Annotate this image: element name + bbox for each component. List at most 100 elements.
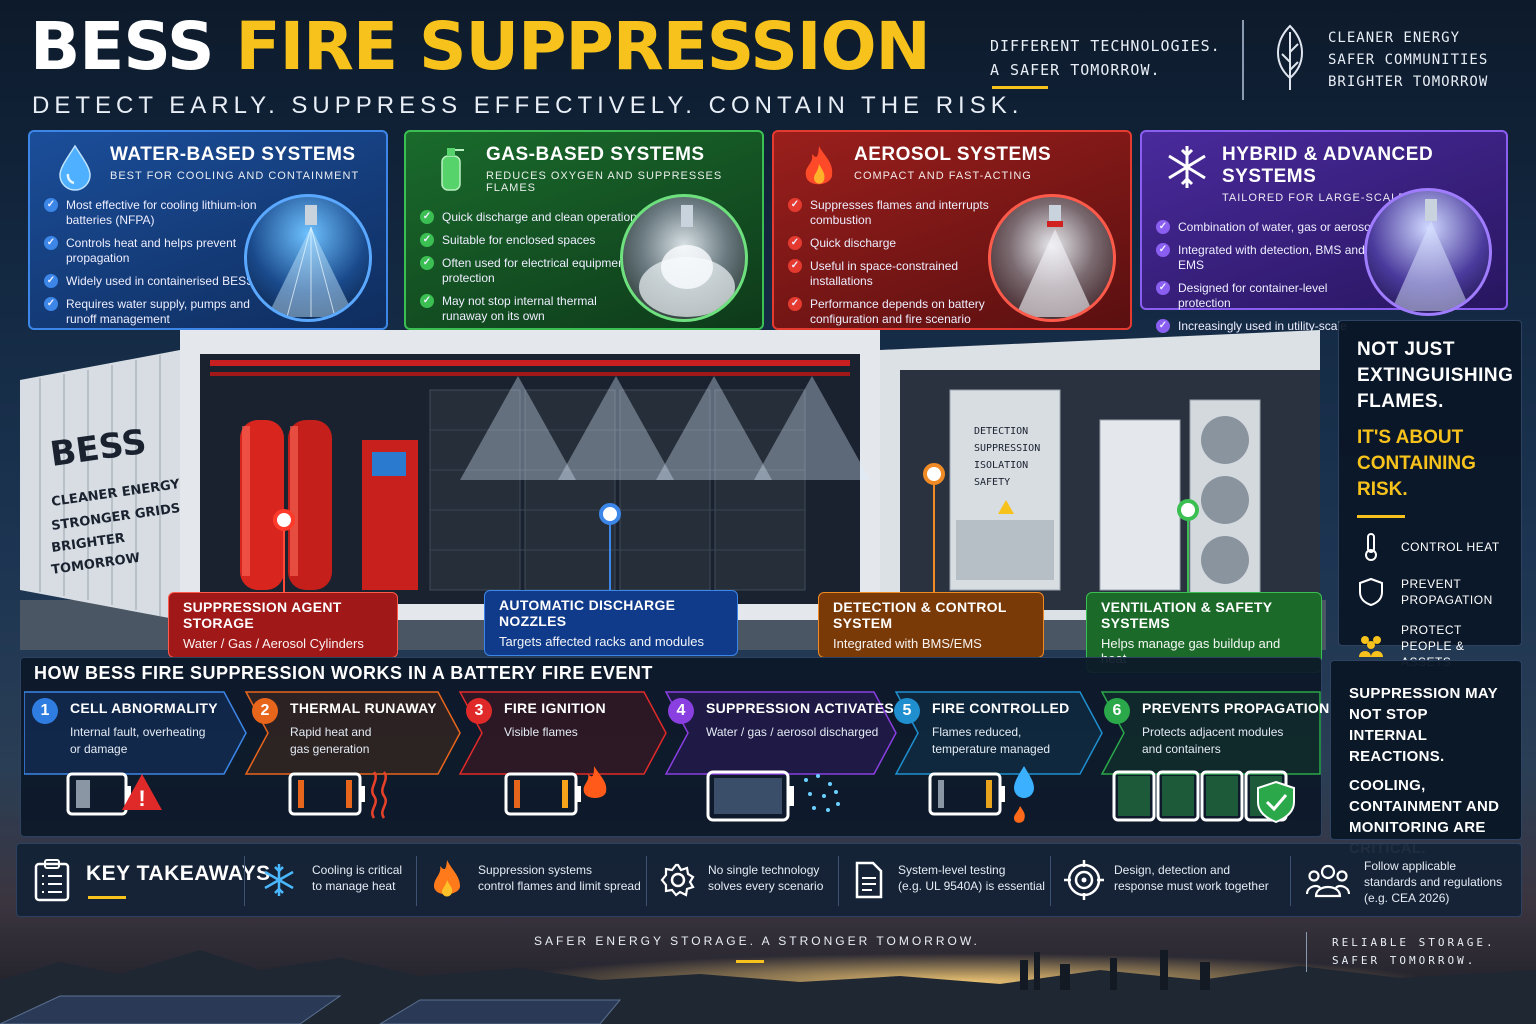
check-icon: ✓ [44,297,58,311]
label-discharge-nozzles: AUTOMATIC DISCHARGE NOZZLES Targets affe… [484,590,738,656]
key-takeaways-title: KEY TAKEAWAYS [86,862,271,885]
card-title: HYBRID & ADVANCED SYSTEMS [1222,144,1434,187]
battery-protected-icon [1112,770,1295,824]
list-item: ✓ Quick discharge and clean operation [420,210,640,225]
label-title: SUPPRESSION AGENT STORAGE [183,599,342,631]
takeaway-divider [1290,856,1291,906]
takeaway-text: Suppression systems [478,863,593,877]
hybrid-spray-image [1364,188,1492,316]
takeaway-text: response must work together [1114,879,1269,893]
step-desc-line: Visible flames [504,725,578,739]
title-bess: BESS [30,8,214,85]
card-title: AEROSOL SYSTEMS [854,144,1052,165]
check-icon: ✓ [44,274,58,288]
takeaway-item: No single technology solves every scenari… [708,862,823,894]
shield-icon [1359,577,1383,607]
panel-text-3: ISOLATION [974,460,1028,471]
steps-chevrons [24,691,1321,775]
risk-panel-highlight: IT'S ABOUT CONTAINING RISK. [1357,427,1476,500]
list-item-text: Quick discharge [810,236,897,250]
flame-icon [805,146,833,185]
battery-fire-icon [504,766,607,816]
step-number: 3 [466,698,492,724]
battery-warning-icon: ! [66,772,162,816]
takeaway-divider [416,856,417,906]
target-icon [1064,860,1104,900]
footer-motto-line-1: RELIABLE STORAGE. [1332,936,1496,949]
label-detection-control: DETECTION & CONTROL SYSTEM Integrated wi… [818,592,1044,658]
check-icon: ✓ [420,294,434,308]
risk-item: PREVENT PROPAGATION [1357,576,1503,608]
tagline-line-2: A SAFER TOMORROW. [990,61,1161,79]
list-item: ✓Designed for container-level protection [1156,281,1376,311]
card-subtitle: COMPACT AND FAST-ACTING [854,170,1032,182]
list-item-text: Quick discharge and clean operation [442,210,637,224]
takeaway-text: standards and regulations [1364,875,1503,889]
step-desc-line: Internal fault, overheating [70,725,206,739]
snowflake-icon [1168,146,1206,188]
list-item-text: Integrated with detection, BMS and EMS [1178,243,1365,272]
takeaway-divider [646,856,647,906]
card-subtitle: BEST FOR COOLING AND CONTAINMENT [110,170,360,182]
list-item-text: Controls heat and helps prevent propagat… [66,236,237,265]
list-item-text: Suppresses flames and interrupts combust… [810,198,989,227]
takeaway-text: No single technology [708,863,820,877]
label-title: DETECTION & CONTROL SYSTEM [833,599,1007,631]
takeaway-text: solves every scenario [708,879,824,893]
card-title: WATER-BASED SYSTEMS [110,144,356,165]
list-item: ✓Performance depends on battery configur… [788,297,1008,327]
page-title: BESS FIRE SUPPRESSION [30,8,931,85]
list-item: ✓Requires water supply, pumps and runoff… [44,297,264,327]
step-title: PREVENTS PROPAGATION [1142,700,1330,716]
label-agent-storage: SUPPRESSION AGENT STORAGE Water / Gas / … [168,592,398,658]
key-takeaways-underline [88,896,126,899]
callout-line-a: SUPPRESSION MAY NOT STOP INTERNAL REACTI… [1349,685,1498,765]
takeaway-divider [838,856,839,906]
label-title: AUTOMATIC DISCHARGE NOZZLES [499,597,676,629]
step-desc-line: or damage [70,742,128,756]
takeaway-text: to manage heat [312,879,396,893]
list-item-text: Suitable for enclosed spaces [442,233,596,247]
list-item: ✓Often used for electrical equipment pro… [420,256,640,286]
gas-spray-image [620,194,748,322]
check-icon: ✓ [44,198,58,212]
key-takeaways-panel [16,843,1522,917]
list-item-text: May not stop internal thermal runaway on… [442,294,597,323]
gas-cylinder-icon [441,148,464,191]
clipboard-icon [34,859,70,902]
thermometer-icon [1365,533,1377,561]
step-title: THERMAL RUNAWAY [290,700,437,716]
tagline-underline [992,86,1048,89]
check-icon: ✓ [1156,220,1170,234]
takeaway-divider [1050,856,1051,906]
header-divider [1242,20,1244,100]
footer-divider [1306,932,1307,972]
list-item: ✓Suppresses flames and interrupts combus… [788,198,1008,228]
panel-text-4: SAFETY [974,477,1010,488]
card-gas-based: GAS-BASED SYSTEMS REDUCES OXYGEN AND SUP… [404,130,764,330]
step-number: 6 [1104,698,1130,724]
step-number: 1 [32,698,58,724]
step-desc-line: gas generation [290,742,370,756]
list-item-text: Useful in space-constrained installation… [810,259,959,288]
people-icon [1306,864,1350,898]
water-spray-image [244,194,372,322]
risk-item-label: CONTROL HEAT [1401,540,1500,554]
step-desc: Visible flames [504,724,578,741]
suppression-callout: SUPPRESSION MAY NOT STOP INTERNAL REACTI… [1330,660,1522,857]
battery-heat-icon [288,771,387,819]
takeaway-text: Design, detection and [1114,863,1231,877]
risk-item: CONTROL HEAT [1357,532,1503,562]
people-icon [1359,636,1383,657]
check-icon: ✓ [420,210,434,224]
landscape-background [0,930,1536,1024]
list-item: ✓Combination of water, gas or aerosol [1156,220,1376,235]
card-hybrid: HYBRID & ADVANCED SYSTEMS TAILORED FOR L… [1140,130,1508,348]
panel-text-2: SUPPRESSION [974,443,1040,454]
step-number: 4 [668,698,694,724]
tagline-line-1: DIFFERENT TECHNOLOGIES. [990,37,1221,55]
list-item-text: Performance depends on battery configura… [810,297,985,326]
check-icon: ✓ [1156,243,1170,257]
